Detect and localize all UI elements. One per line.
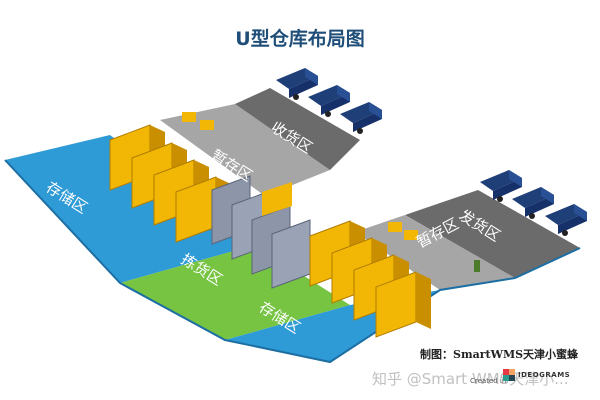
picking-racks	[211, 175, 311, 289]
truck-receiving-3	[340, 102, 382, 134]
staging-pallets	[182, 112, 480, 272]
credit-text: 制图：SmartWMS天津小蜜蜂	[420, 348, 579, 361]
shipping-floor	[405, 190, 580, 278]
ideograms-logo: IDEOGRAMS	[503, 368, 583, 382]
truck-shipping-2	[512, 187, 554, 219]
ideograms-logo-icon	[503, 369, 515, 381]
created-in-text: Created in	[470, 377, 507, 385]
receiving-floor	[235, 88, 360, 170]
storage-left-floor	[5, 135, 255, 283]
truck-receiving-1	[276, 68, 318, 100]
watermark-text: 知乎 @Smart WMS天津小...	[372, 370, 569, 388]
floor-edge	[4, 159, 581, 364]
truck-shipping-3	[545, 204, 587, 236]
truck-shipping-1	[480, 170, 522, 202]
diagram-title: U型仓库布局图	[235, 28, 365, 50]
truck-receiving-2	[308, 85, 350, 117]
logo-text: IDEOGRAMS	[518, 371, 571, 379]
storage-racks-bottom	[309, 220, 431, 338]
